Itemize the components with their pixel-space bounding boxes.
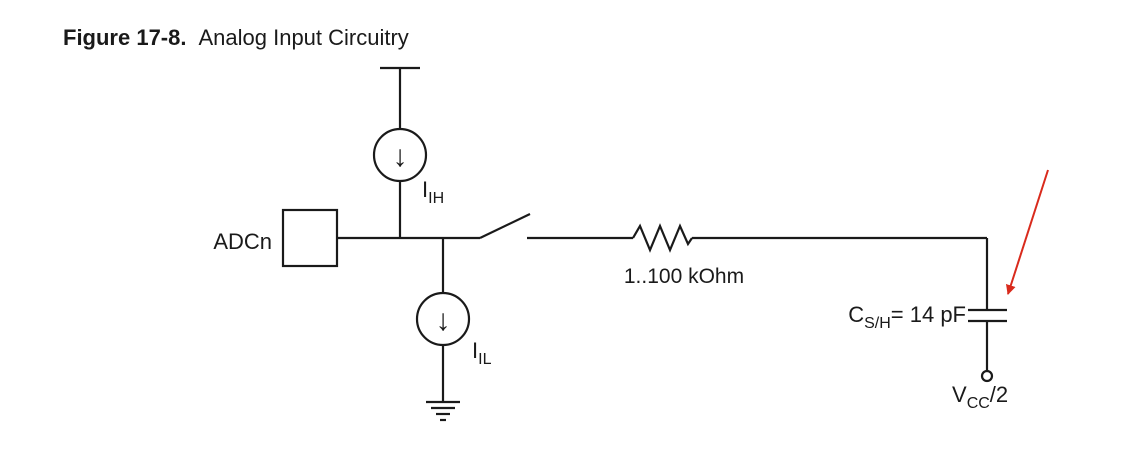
figure-title: Analog Input Circuitry [198,25,409,50]
down-arrow-icon: ↓ [393,140,408,173]
cap-label: CS/H= 14 pF [848,302,966,332]
switch [479,213,531,239]
figure-number: Figure 17-8. [63,25,187,50]
resistor [632,223,693,253]
figure-caption: Figure 17-8. Analog Input Circuitry [63,24,409,52]
i-ih-label: IIH [422,177,444,207]
ground-icon [426,400,460,422]
resistor-label: 1..100 kOhm [624,265,744,288]
pin-box [281,208,339,268]
pin-label: ADCn [213,229,272,254]
down-arrow-icon: ↓ [436,304,451,337]
current-source-ih: ↓ [372,127,428,183]
annotation-arrow [1006,169,1049,295]
vcc-label: VCC/2 [952,382,1008,412]
i-il-label: IIL [472,338,492,368]
current-source-il: ↓ [415,291,471,347]
vcc-terminal [980,369,994,383]
